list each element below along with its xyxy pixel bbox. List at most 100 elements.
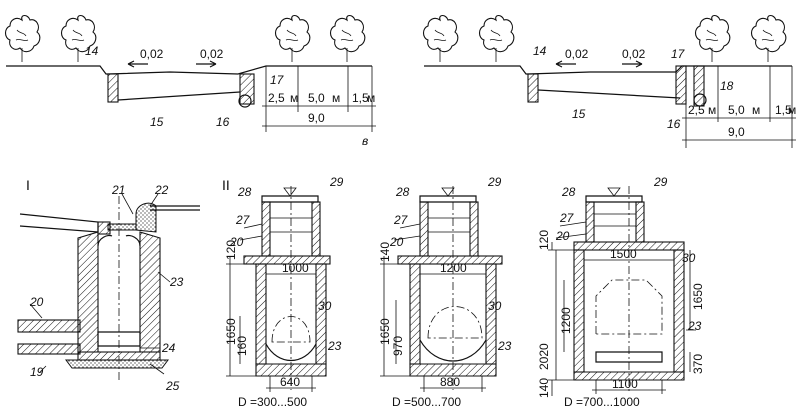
sand-bed-25 [65, 359, 169, 369]
slope-label-left: 0,02 [565, 47, 589, 61]
label-27: 27 [393, 213, 409, 227]
tree-icon [694, 14, 731, 63]
leader-lines [29, 193, 171, 375]
label-20: 20 [29, 295, 44, 309]
dim-top: 120 [537, 230, 551, 250]
top-slab-20 [243, 255, 331, 265]
tree-icon [329, 14, 366, 63]
tree-icon [750, 14, 787, 63]
dimension-lines [265, 66, 373, 132]
slope-arrow-left [127, 60, 148, 68]
label-20: 20 [389, 235, 404, 249]
dim-1-5: 1,5 [352, 91, 369, 105]
label-20: 20 [229, 235, 244, 249]
dim-inner: 1200 [559, 307, 573, 334]
dim-base-thk: 140 [537, 378, 551, 398]
dim-width: 1500 [610, 247, 637, 261]
dim-5-0: 5,0 [308, 91, 325, 105]
sump-24 [97, 331, 141, 347]
dimension-lines-h [682, 117, 796, 141]
label-19: 19 [30, 365, 44, 379]
pipe-20 [17, 319, 81, 333]
tray [265, 343, 317, 361]
dim-right: 1650 [691, 283, 705, 310]
wall-left [573, 249, 585, 373]
wall-right-23 [139, 231, 161, 353]
drain-pipe-16 [238, 94, 252, 108]
wall-left [409, 263, 421, 365]
road-base [537, 89, 681, 99]
label-14: 14 [85, 44, 99, 58]
dim-width: 1200 [440, 261, 467, 275]
drain-pipe-16 [693, 93, 707, 107]
label-22: 22 [154, 183, 169, 197]
dim-1-5: 1,5 [775, 103, 792, 117]
label-17: 17 [671, 47, 686, 61]
label-15: 15 [572, 107, 586, 121]
label-20: 20 [555, 229, 570, 243]
label-17: 17 [270, 73, 285, 87]
label-16: 16 [216, 115, 230, 129]
d-label-3: D =700...1000 [564, 395, 640, 409]
section-I: I 21 22 23 20 24 19 25 [17, 177, 200, 393]
label-14: 14 [533, 44, 547, 58]
curb-14 [107, 73, 119, 103]
cover-handle [607, 187, 621, 197]
dim-total: 9,0 [308, 111, 325, 125]
dim-pipe: 970 [391, 336, 405, 356]
wall-18 [693, 65, 705, 107]
pipe-19 [17, 343, 81, 355]
label-30: 30 [318, 299, 332, 313]
ground-line [6, 65, 372, 75]
slope-arrow-right [196, 60, 217, 68]
dim-base: 880 [440, 375, 460, 389]
curb-14 [527, 73, 539, 103]
label-27: 27 [559, 211, 575, 225]
hatch-cover-29 [419, 195, 477, 203]
wall-left [77, 231, 99, 353]
hatch-cover-29 [585, 195, 643, 203]
label-23: 23 [327, 339, 342, 353]
riser-joints [594, 213, 636, 227]
label-29: 29 [487, 175, 502, 189]
slope-label-left: 0,02 [140, 47, 164, 61]
variant-label: в [362, 134, 368, 148]
label-25: 25 [165, 379, 180, 393]
road-slab [19, 213, 99, 233]
dim-top: 140 [378, 242, 392, 262]
dim-base: 640 [280, 375, 300, 389]
slope-label-right: 0,02 [200, 47, 224, 61]
roman-label-II: II [222, 177, 230, 193]
tree-icon [422, 14, 459, 63]
slope-label-right: 0,02 [622, 47, 646, 61]
dim-unit: м [332, 91, 340, 105]
grate-21 [107, 223, 137, 231]
dim-unit: м [752, 103, 760, 117]
wall-left [255, 263, 267, 365]
drain-trench-17 [239, 73, 255, 105]
label-23: 23 [497, 339, 512, 353]
riser-joints [428, 217, 470, 233]
riser-left-27 [585, 201, 595, 243]
cover-handle [283, 187, 297, 197]
dimension-lines [226, 223, 316, 392]
slope-arrow-left [555, 60, 576, 68]
label-28: 28 [561, 185, 576, 199]
riser-right-27 [635, 201, 645, 243]
dim-pipe: 160 [235, 336, 249, 356]
dim-total: 9,0 [728, 125, 745, 139]
sump [595, 351, 663, 363]
well-2: 1200 140 1650 970 880 28 29 27 20 30 23 … [378, 175, 512, 409]
pipe-30 [595, 279, 663, 335]
label-28: 28 [395, 185, 410, 199]
dimension-lines [380, 223, 486, 392]
cross-section-right: 0,02 0,02 14 15 16 17 18 2,5 м 5,0 м 1,5… [422, 14, 796, 148]
dim-unit: м [290, 91, 298, 105]
label-28: 28 [237, 185, 252, 199]
curb-22 [135, 202, 157, 233]
well-1: 1000 120 1650 160 640 28 29 27 20 30 23 … [224, 175, 344, 409]
dimension-lines [685, 66, 793, 148]
tree-icon [4, 14, 41, 63]
label-21: 21 [111, 183, 125, 197]
